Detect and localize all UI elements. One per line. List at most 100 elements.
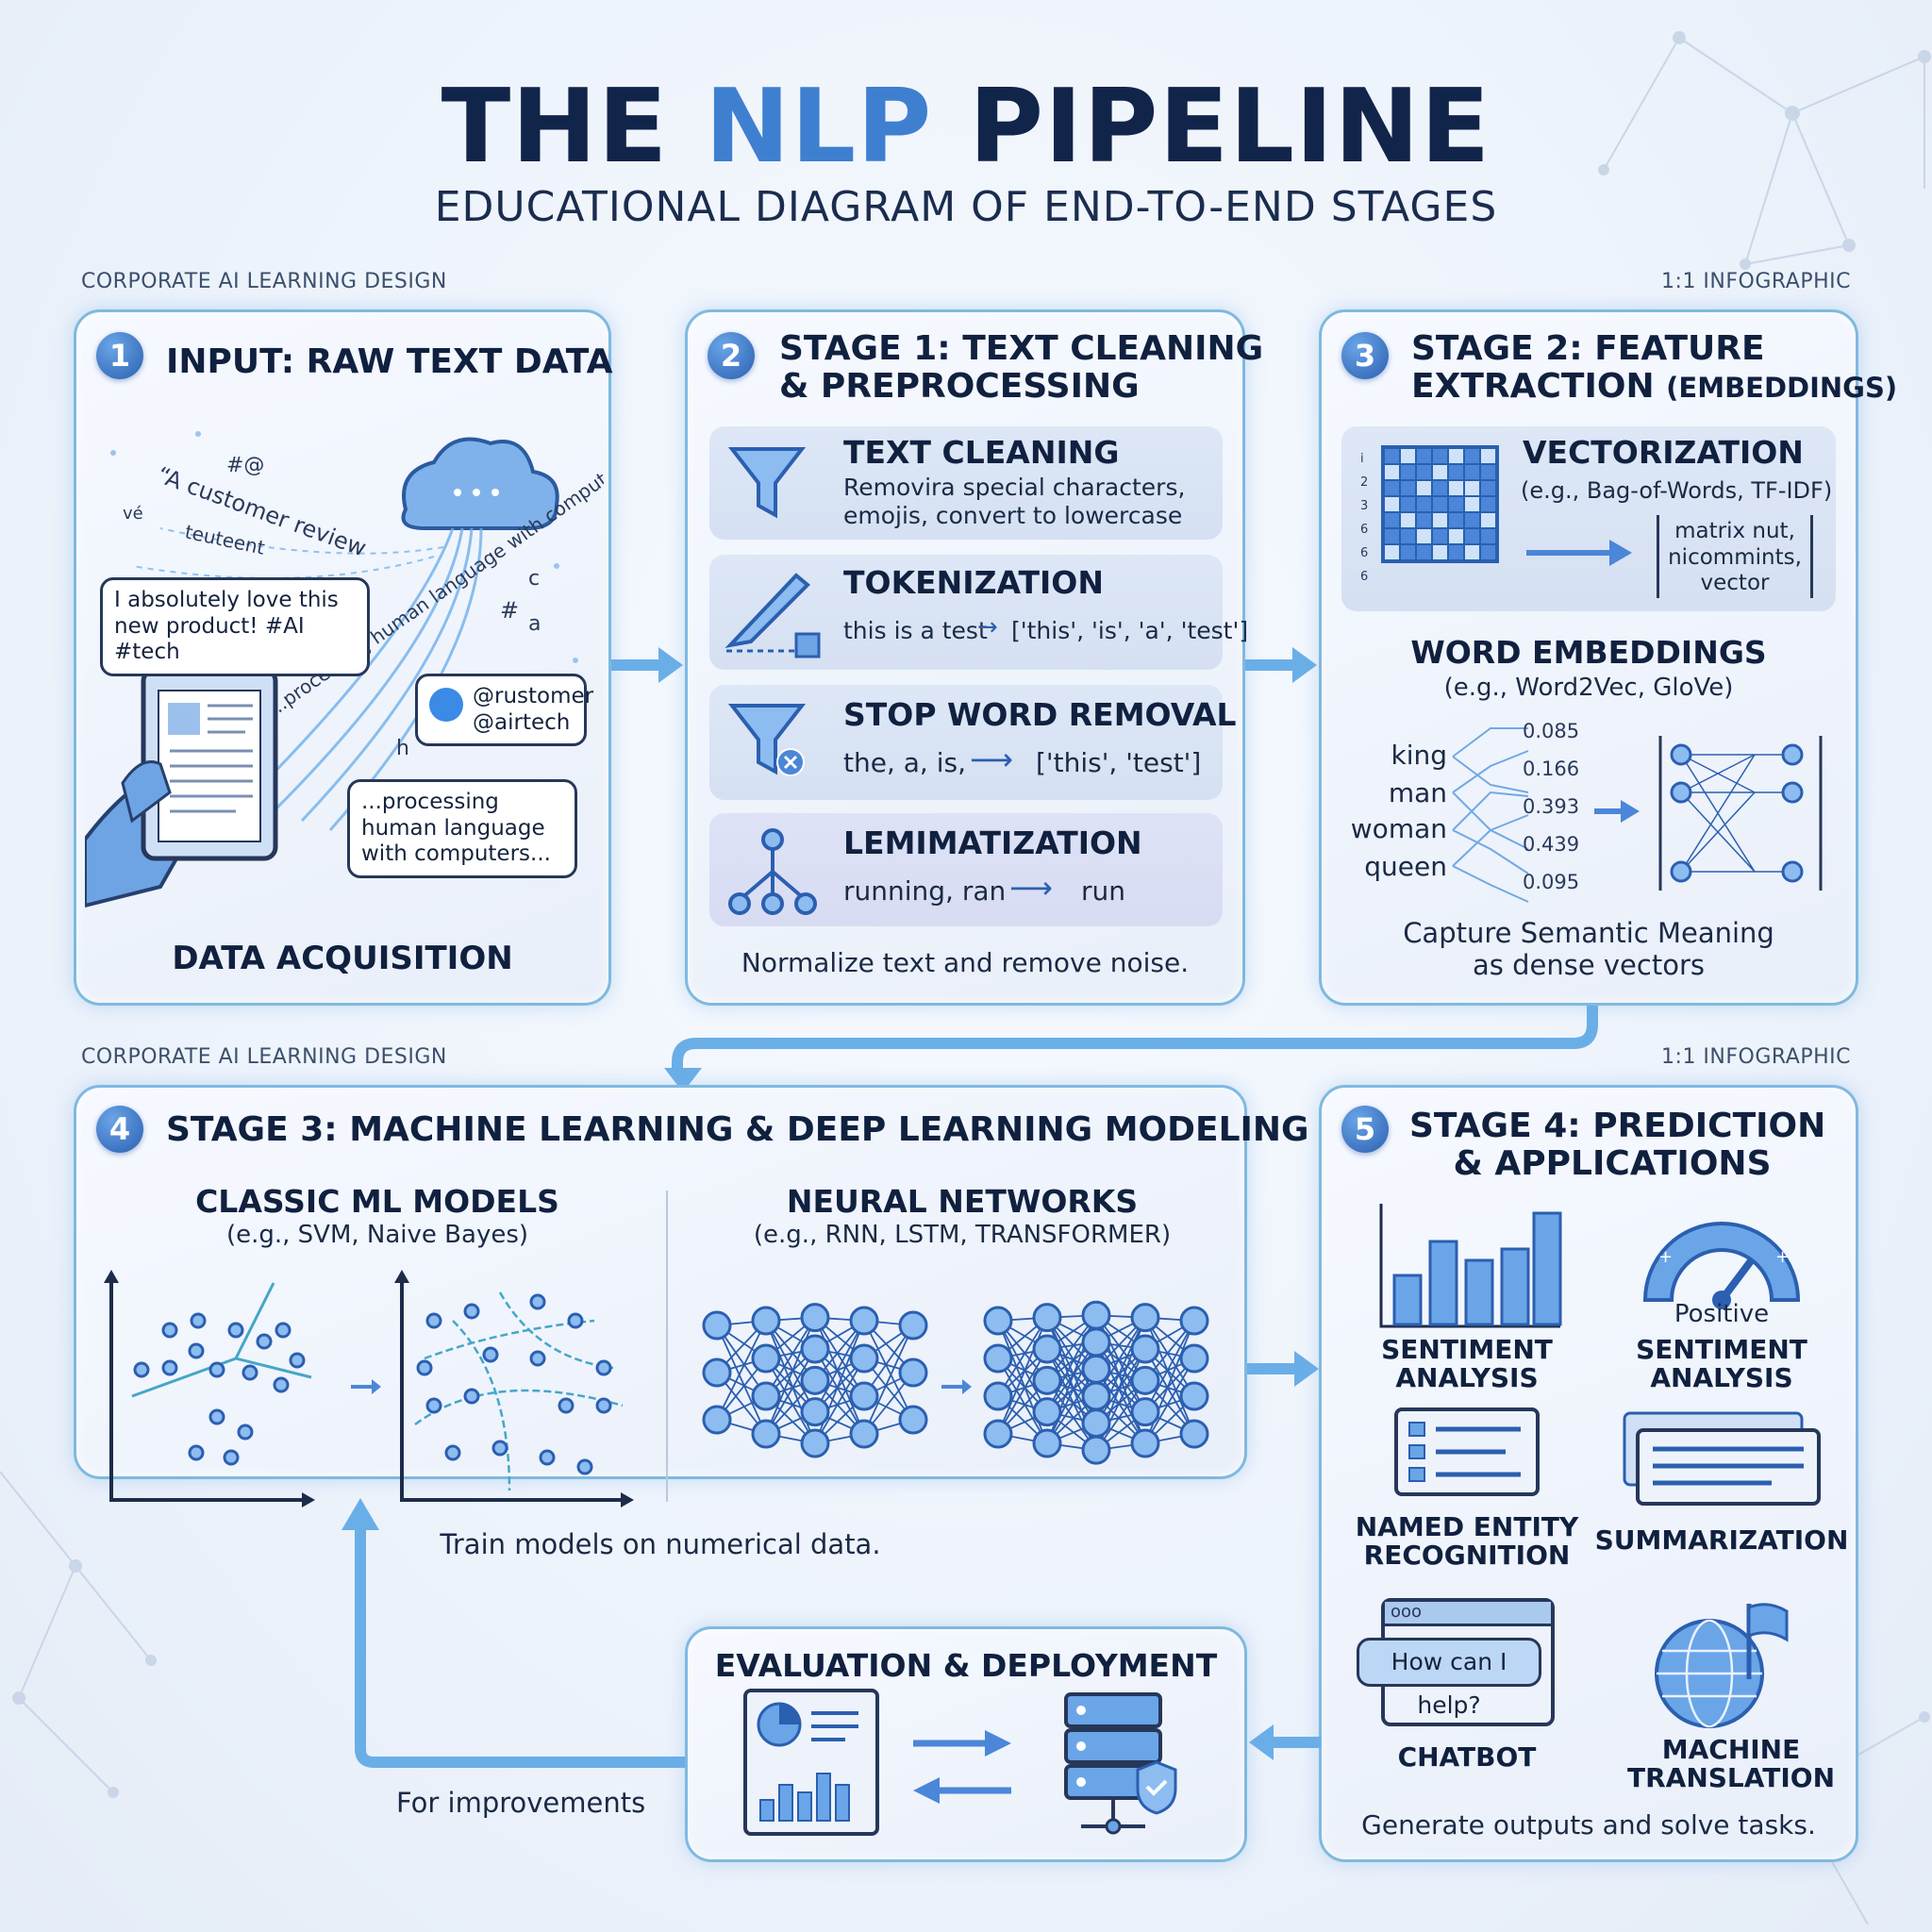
title-highlight: NLP	[705, 68, 933, 186]
svg-text:+: +	[1658, 1247, 1673, 1267]
matrix-cell	[1480, 464, 1496, 480]
network-node	[751, 1306, 781, 1336]
step-number-1: 1	[96, 332, 143, 379]
network-node	[1081, 1327, 1111, 1357]
speech-bubble-processing: ...processing human language with comput…	[347, 779, 577, 878]
network-node	[849, 1419, 879, 1449]
social-handles: @rustomer @airtech	[473, 684, 594, 735]
neural-network-deep	[983, 1300, 1209, 1465]
matrix-cell	[1480, 480, 1496, 496]
matrix-cell	[1464, 448, 1480, 464]
word-woman: woman	[1351, 813, 1447, 844]
matrix-cell	[1416, 480, 1432, 496]
network-node	[1081, 1435, 1111, 1465]
scalpel-icon	[724, 573, 821, 658]
neural-network-simple	[702, 1303, 928, 1458]
text-cleaning-line2: emojis, convert to lowercase	[843, 502, 1183, 529]
word-embedding-mapping: king man woman queen 0.085 0.166 0.393 0…	[1351, 720, 1823, 903]
matrix-cell	[1448, 544, 1464, 560]
network-node	[983, 1306, 1013, 1336]
corner-label-right-top: 1:1 INFOGRAPHIC	[1661, 270, 1851, 293]
network-node	[1130, 1365, 1160, 1395]
network-node	[1081, 1300, 1111, 1330]
step-number-3: 3	[1341, 332, 1389, 379]
corner-label-left-top: CORPORATE AI LEARNING DESIGN	[81, 270, 447, 293]
word-man: man	[1389, 777, 1447, 808]
matrix-cell	[1384, 512, 1400, 528]
network-node	[849, 1343, 879, 1374]
globe-flag-icon	[1655, 1603, 1789, 1728]
feedback-loop-arrow	[341, 1498, 685, 1768]
matrix-cell	[1448, 496, 1464, 512]
matrix-cell	[1416, 464, 1432, 480]
small-network-icon	[1658, 736, 1823, 891]
network-node	[800, 1334, 830, 1364]
svg-text:h: h	[396, 737, 409, 760]
matrix-cell	[1432, 496, 1448, 512]
network-node	[1179, 1343, 1209, 1374]
network-node	[849, 1306, 879, 1336]
word-queen: queen	[1364, 851, 1447, 882]
card5-title-line1: STAGE 4: PREDICTION	[1409, 1107, 1826, 1145]
sentiment-label-2-line2: ANALYSIS	[1650, 1362, 1793, 1393]
matrix-cell	[1400, 544, 1416, 560]
neural-networks-title: NEURAL NETWORKS	[786, 1183, 1139, 1220]
matrix-cell	[1384, 464, 1400, 480]
card1-title: INPUT: RAW TEXT DATA	[166, 342, 613, 381]
ner-label-line2: RECOGNITION	[1363, 1540, 1571, 1571]
matrix-cell	[1480, 512, 1496, 528]
classic-ml-plots	[104, 1270, 634, 1507]
matrix-cell	[1448, 464, 1464, 480]
eval-illustration	[743, 1689, 1177, 1836]
matrix-cell	[1448, 512, 1464, 528]
funnel-remove-icon	[727, 704, 807, 776]
matrix-cell	[1416, 496, 1432, 512]
arrow-card1-to-card2	[611, 647, 683, 683]
tablet-icon	[85, 667, 278, 908]
matrix-cell	[1464, 464, 1480, 480]
network-node	[1081, 1381, 1111, 1411]
card3-caption-line2: as dense vectors	[1473, 949, 1705, 981]
card2-title-line1: STAGE 1: TEXT CLEANING	[779, 329, 1264, 368]
matrix-cell	[1400, 496, 1416, 512]
matrix-cell	[1384, 528, 1400, 544]
card1-caption: DATA ACQUISITION	[172, 940, 513, 977]
speech-bubble-social: @rustomer @airtech	[415, 674, 593, 747]
matrix-cell	[1448, 448, 1464, 464]
neural-networks-subtitle: (e.g., RNN, LSTM, TRANSFORMER)	[753, 1221, 1172, 1249]
vectorization-subtitle: (e.g., Bag-of-Words, TF-IDF)	[1521, 477, 1833, 504]
arrow-card4-to-card5	[1247, 1351, 1319, 1387]
matrix-cell	[1464, 496, 1480, 512]
svg-text:#@: #@	[226, 454, 264, 477]
sentiment-label-1-line2: ANALYSIS	[1395, 1362, 1539, 1393]
corner-label-right-mid: 1:1 INFOGRAPHIC	[1661, 1045, 1851, 1069]
translation-label-line2: TRANSLATION	[1626, 1762, 1836, 1793]
step-number-2: 2	[708, 332, 755, 379]
speech-bubble-review: I absolutely love this new product! #AI …	[100, 577, 370, 676]
arrow-card3-to-card4	[664, 1006, 1598, 1092]
tokenization-input: this is a test	[843, 617, 988, 644]
summarization-label: SUMMARIZATION	[1594, 1524, 1849, 1556]
matrix-cell	[1384, 496, 1400, 512]
svg-text:teuteent: teuteent	[183, 520, 267, 558]
network-node	[983, 1343, 1013, 1374]
network-node	[849, 1381, 879, 1411]
vectorization-arrow-icon	[1526, 540, 1632, 566]
network-node	[1032, 1428, 1062, 1458]
vector-output-bracket: matrix nut,nicommints,vector	[1657, 515, 1813, 598]
network-node	[898, 1405, 928, 1435]
embedding-value-1: 0.085	[1523, 720, 1579, 742]
card4-caption: Train models on numerical data.	[440, 1528, 881, 1560]
matrix-cell	[1480, 496, 1496, 512]
matrix-cell	[1464, 544, 1480, 560]
classic-ml-title: CLASSIC ML MODELS	[195, 1183, 559, 1220]
card4-title: STAGE 3: MACHINE LEARNING & DEEP LEARNIN…	[166, 1110, 1309, 1149]
gauge-positive-label: Positive	[1674, 1300, 1770, 1328]
card3-title-line2: EXTRACTION (EMBEDDINGS)	[1411, 367, 1898, 406]
network-node	[1032, 1365, 1062, 1395]
sentiment-label-1-line1: SENTIMENT	[1381, 1334, 1553, 1365]
matrix-cell	[1400, 480, 1416, 496]
card5-title-line2: & APPLICATIONS	[1453, 1144, 1772, 1183]
network-node	[702, 1405, 732, 1435]
network-node	[1130, 1303, 1160, 1333]
